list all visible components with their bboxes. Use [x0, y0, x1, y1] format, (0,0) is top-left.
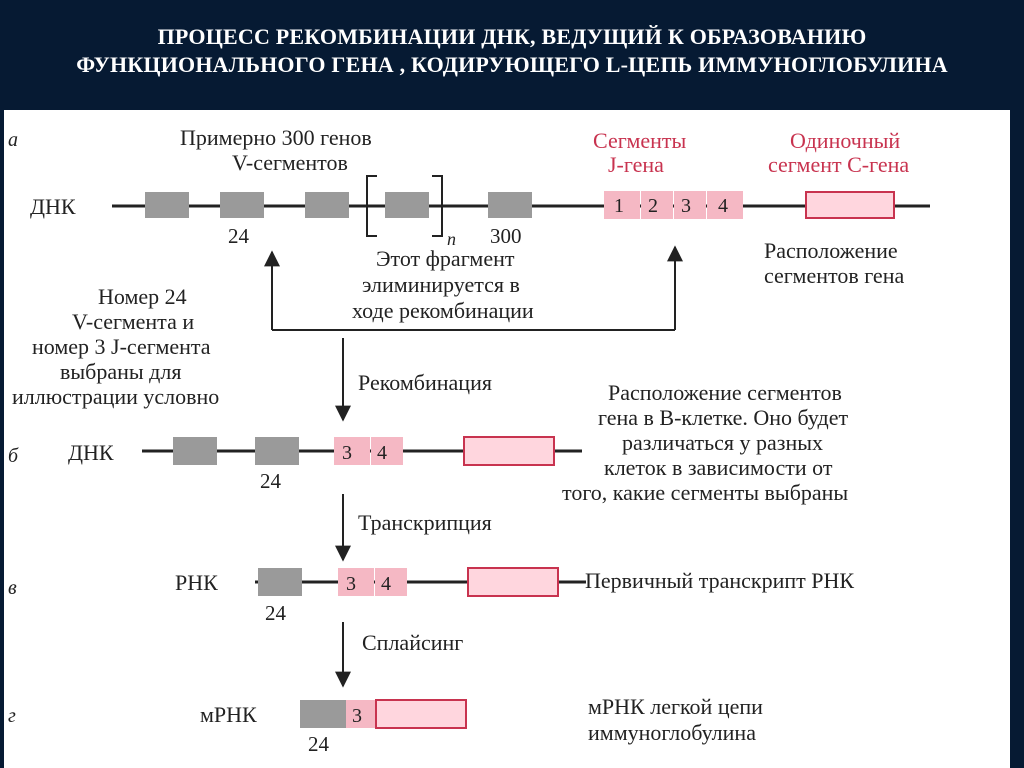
row-v-label: РНК	[175, 570, 218, 595]
title-banner: ПРОЦЕСС РЕКОМБИНАЦИИ ДНК, ВЕДУЩИЙ К ОБРА…	[0, 0, 1024, 110]
eliminated-label-line3: ходе рекомбинации	[352, 298, 534, 323]
primary-transcript-label: Первичный транскрипт РНК	[585, 568, 854, 593]
c-gene-title-line2: сегмент С-гена	[768, 152, 909, 177]
note-line2: V-сегмента и	[72, 309, 194, 334]
row-g-v24-number: 24	[308, 732, 330, 756]
row-a-v-segment-n	[385, 192, 429, 218]
j-segment-1	[604, 191, 640, 219]
v-segment-n-label: n	[447, 229, 456, 249]
eliminated-label-line2: элиминируется в	[362, 272, 520, 297]
v-segment-300-number: 300	[490, 224, 522, 248]
arrangement-label-line1: Расположение	[764, 238, 898, 263]
row-b-v24-number: 24	[260, 469, 282, 493]
bcell-label-line5: того, какие сегменты выбраны	[562, 480, 848, 505]
left-edge-strip	[0, 110, 4, 768]
row-v-c-segment	[467, 567, 559, 597]
j-segment-4-label: 4	[718, 195, 728, 217]
j-genes-title-line2: J-гена	[608, 152, 664, 177]
row-g-v-segment-24	[300, 700, 346, 728]
right-bracket	[432, 175, 443, 237]
bcell-label-line3: различаться у разных	[622, 430, 823, 455]
row-a-v-segment-24	[220, 192, 264, 218]
row-b-j-segment-3	[334, 437, 370, 465]
splicing-step-label: Сплайсинг	[362, 630, 463, 655]
mrna-label-line1: мРНК легкой цепи	[588, 694, 763, 719]
row-b-letter: б	[8, 445, 19, 467]
transcription-step-label: Транскрипция	[358, 510, 492, 535]
row-b-label: ДНК	[68, 440, 114, 465]
row-b-j3-label: 3	[342, 442, 352, 464]
row-a-v-segment-1	[145, 192, 189, 218]
bcell-label-line4: клеток в зависимости от	[604, 455, 833, 480]
note-line4: выбраны для	[60, 359, 181, 384]
right-edge-strip	[1010, 110, 1024, 768]
v-genes-title-line2: V-сегментов	[232, 150, 348, 175]
j-segment-3-label: 3	[681, 195, 691, 217]
row-g-j-segment-3	[346, 700, 376, 728]
j-genes-title-line1: Сегменты	[593, 128, 687, 153]
note-line3: номер 3 J-сегмента	[32, 334, 211, 359]
row-v-j-segment-4	[375, 568, 407, 596]
mrna-label-line2: иммуноглобулина	[588, 720, 756, 745]
recombination-step-label: Рекомбинация	[358, 370, 492, 395]
row-b-j-segment-4	[371, 437, 403, 465]
row-b-c-segment	[463, 436, 555, 466]
row-a-v-segment-3	[305, 192, 349, 218]
title-line-2: ФУНКЦИОНАЛЬНОГО ГЕНА , КОДИРУЮЩЕГО L-ЦЕП…	[76, 52, 948, 77]
j-segment-4	[707, 191, 743, 219]
arrangement-label-line2: сегментов гена	[764, 263, 904, 288]
row-b-v-segment	[173, 437, 217, 465]
c-segment	[805, 191, 895, 219]
v-genes-title-line1: Примерно 300 генов	[180, 125, 372, 150]
j-segment-2	[641, 191, 673, 219]
row-a-letter: а	[8, 129, 18, 151]
row-v-j-segment-3	[338, 568, 374, 596]
j-segment-2-label: 2	[648, 195, 658, 217]
j-segment-1-label: 1	[614, 195, 624, 217]
row-v-j3-label: 3	[346, 573, 356, 595]
left-bracket	[366, 175, 377, 237]
c-gene-title-line1: Одиночный	[790, 128, 900, 153]
row-g-label: мРНК	[200, 702, 257, 727]
row-g-letter: г	[8, 705, 16, 727]
eliminated-label-line1: Этот фрагмент	[376, 246, 515, 271]
row-v-letter: в	[8, 577, 17, 599]
recombination-diagram: а ДНК Примерно 300 генов V-сегментов 24 …	[8, 125, 930, 756]
row-a-label: ДНК	[30, 194, 76, 219]
title-line-1: ПРОЦЕСС РЕКОМБИНАЦИИ ДНК, ВЕДУЩИЙ К ОБРА…	[157, 24, 867, 49]
row-g-j3-label: 3	[352, 705, 362, 727]
bcell-label-line2: гена в В-клетке. Оно будет	[598, 405, 848, 430]
row-b-v-segment-24	[255, 437, 299, 465]
v-segment-24-number: 24	[228, 224, 250, 248]
row-b-j4-label: 4	[377, 442, 387, 464]
row-g-c-segment	[375, 699, 467, 729]
note-line5: иллюстрации условно	[12, 384, 219, 409]
bcell-label-line1: Расположение сегментов	[608, 380, 842, 405]
j-segment-3	[674, 191, 706, 219]
note-line1: Номер 24	[98, 284, 187, 309]
row-v-v-segment-24	[258, 568, 302, 596]
row-v-j4-label: 4	[381, 573, 391, 595]
row-v-v24-number: 24	[265, 601, 287, 625]
row-a-v-segment-300	[488, 192, 532, 218]
